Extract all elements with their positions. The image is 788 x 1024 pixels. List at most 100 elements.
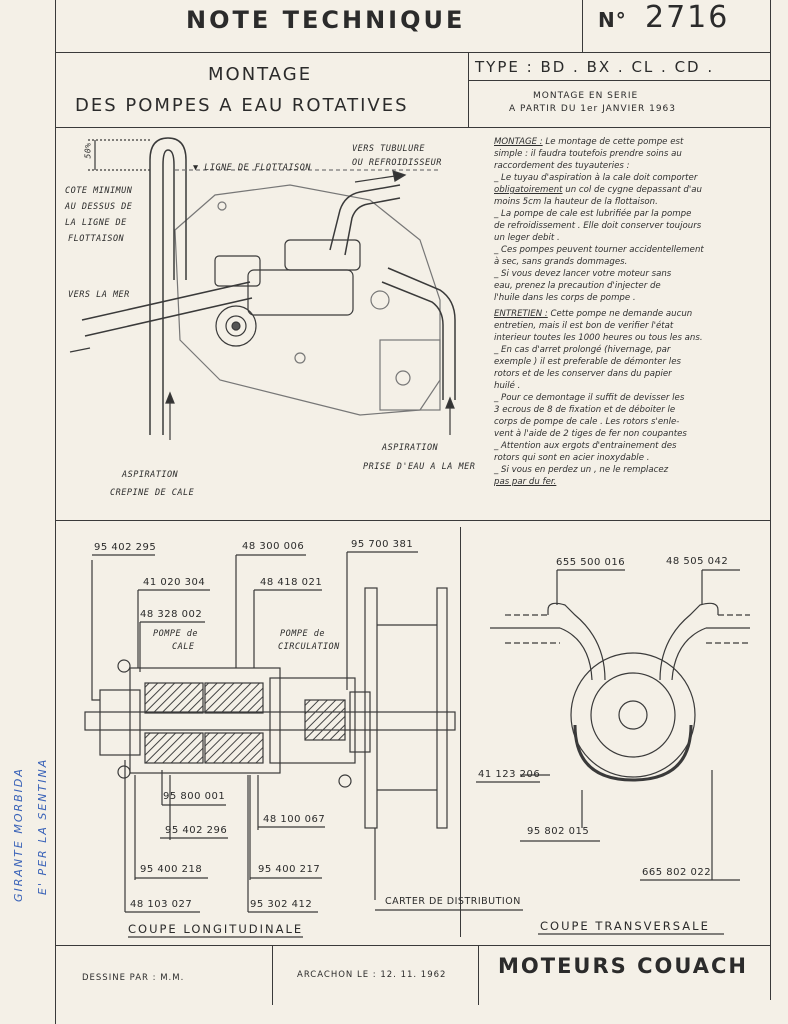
- line-text: exemple ) il est preferable de démonter …: [494, 357, 681, 367]
- text_entretien-line: interieur toutes les 1000 heures ou tous…: [494, 332, 774, 344]
- part-95402296: 95 402 296: [165, 825, 228, 836]
- line-text: _ Ces pompes peuvent tourner accidentell…: [494, 245, 704, 255]
- pompe-cale-label-2: CALE: [172, 642, 195, 652]
- type-rule: [468, 80, 770, 81]
- line-text: simple : il faudra toutefois prendre soi…: [494, 149, 682, 159]
- frame-left: [55, 0, 56, 1024]
- subtitle-line2: DES POMPES A EAU ROTATIVES: [75, 95, 409, 116]
- coupe-longitudinale-title: COUPE LONGITUDINALE: [128, 922, 304, 936]
- part-95400218: 95 400 218: [140, 864, 203, 875]
- page-title: NOTE TECHNIQUE: [186, 6, 466, 34]
- part-95402295: 95 402 295: [94, 542, 157, 553]
- part-95802015: 95 802 015: [527, 826, 590, 837]
- line-text: de refroidissement . Elle doit conserver…: [494, 221, 702, 231]
- line-text: vent à l'aide de 2 tiges de fer non coup…: [494, 429, 687, 439]
- line-text: interieur toutes les 1000 heures ou tous…: [494, 333, 703, 343]
- line-text: moins 5cm la hauteur de la flottaison.: [494, 197, 658, 207]
- crepine-label: CREPINE DE CALE: [110, 488, 195, 498]
- part-48418021: 48 418 021: [260, 577, 323, 588]
- underlined-text: pas par du fer.: [494, 477, 557, 487]
- note-number-prefix: N°: [598, 8, 627, 32]
- text_entretien-line: _ En cas d'arret prolongé (hivernage, pa…: [494, 344, 774, 356]
- note-number: 2716: [645, 0, 730, 35]
- footer-top-rule: [55, 945, 770, 946]
- text_montage-line: eau, prenez la precaution d'injecter de: [494, 280, 774, 292]
- text_entretien-line: ENTRETIEN : Cette pompe ne demande aucun: [494, 308, 774, 320]
- line-text: l'huile dans les corps de pompe .: [494, 293, 636, 303]
- brand-name: MOTEURS COUACH: [498, 954, 748, 978]
- part-41020304: 41 020 304: [143, 577, 206, 588]
- serie-line2: A PARTIR DU 1er JANVIER 1963: [509, 104, 676, 114]
- coupe-transversale-title: COUPE TRANSVERSALE: [540, 919, 710, 933]
- margin-note-line1: GIRANTE MORBIDA: [12, 767, 25, 902]
- text_montage-line: MONTAGE : Le montage de cette pompe est: [494, 136, 774, 148]
- line-text: _ Le tuyau d'aspiration à la cale doit c…: [494, 173, 698, 183]
- carter-label: CARTER DE DISTRIBUTION: [385, 896, 521, 907]
- subtitle-line1: MONTAGE: [208, 64, 313, 85]
- ligne-flottaison-label: ▼ LIGNE DE FLOTTAISON: [193, 163, 311, 173]
- frame-right: [770, 0, 771, 1000]
- footer-divider-1: [272, 945, 273, 1005]
- footer-divider-2: [478, 945, 479, 1005]
- pompe-circulation-label-2: CIRCULATION: [278, 642, 340, 652]
- text_entretien-line: _ Pour ce demontage il suffit de devisse…: [494, 392, 774, 404]
- text_entretien-line: vent à l'aide de 2 tiges de fer non coup…: [494, 428, 774, 440]
- cote-label-2: AU DESSUS DE: [65, 202, 133, 212]
- pompe-cale-label-1: POMPE de: [153, 629, 198, 639]
- vers-tubulure-label: VERS TUBULURE: [352, 144, 426, 154]
- cote-label-3: LA LIGNE DE: [65, 218, 127, 228]
- part-95302412: 95 302 412: [250, 899, 313, 910]
- serie-line1: MONTAGE EN SERIE: [533, 91, 639, 101]
- line-text: huilé .: [494, 381, 521, 391]
- line-text: _ Attention aux ergots d'entrainement de…: [494, 441, 677, 451]
- pompe-circulation-label-1: POMPE de: [280, 629, 325, 639]
- part-48100067: 48 100 067: [263, 814, 326, 825]
- line-text: rotors qui sont en acier inoxydable .: [494, 453, 650, 463]
- text_montage-line: un leger debit .: [494, 232, 774, 244]
- vers-refroidisseur-label: OU REFROIDISSEUR: [352, 158, 442, 168]
- text_entretien-line: pas par du fer.: [494, 476, 774, 488]
- part-41123206: 41 123 206: [478, 769, 541, 780]
- line-text: rotors et de les conserver dans du papie…: [494, 369, 672, 379]
- part-655500016: 655 500 016: [556, 557, 626, 568]
- line-text: _ Si vous en perdez un , ne le remplacez: [494, 465, 669, 475]
- dessine-par: DESSINE PAR : M.M.: [82, 973, 185, 983]
- line-text: eau, prenez la precaution d'injecter de: [494, 281, 661, 291]
- margin-note-line2: E' PER LA SENTINA: [36, 757, 49, 895]
- part-48300006: 48 300 006: [242, 541, 305, 552]
- line-text: _ Si vous devez lancer votre moteur sans: [494, 269, 672, 279]
- part-48328002: 48 328 002: [140, 609, 203, 620]
- header-bottom-rule: [55, 52, 770, 53]
- line-text: corps de pompe de cale . Les rotors s'en…: [494, 417, 680, 427]
- part-48103027: 48 103 027: [130, 899, 193, 910]
- text_montage-line: _ La pompe de cale est lubrifiée par la …: [494, 208, 774, 220]
- engine-types: TYPE : BD . BX . CL . CD .: [475, 58, 715, 76]
- line-text: un col de cygne depassant d'au: [562, 185, 702, 195]
- cote-label-1: COTE MINIMUN: [65, 186, 133, 196]
- text_montage-line: raccordement des tuyauteries :: [494, 160, 774, 172]
- line-text: _ La pompe de cale est lubrifiée par la …: [494, 209, 692, 219]
- text_entretien-line: huilé .: [494, 380, 774, 392]
- text_entretien-line: 3 ecrous de 8 de fixation et de déboiter…: [494, 404, 774, 416]
- vers-mer-label: VERS LA MER: [68, 290, 130, 300]
- arcachon-date: ARCACHON LE : 12. 11. 1962: [297, 970, 447, 980]
- text_montage-line: _ Si vous devez lancer votre moteur sans: [494, 268, 774, 280]
- text_entretien-line: _ Si vous en perdez un , ne le remplacez: [494, 464, 774, 476]
- line-text: Cette pompe ne demande aucun: [547, 309, 693, 319]
- text_entretien-line: exemple ) il est preferable de démonter …: [494, 356, 774, 368]
- section-divider-vertical: [460, 527, 461, 937]
- line-text: à sec, sans grands dommages.: [494, 257, 628, 267]
- part-95700381: 95 700 381: [351, 539, 414, 550]
- underlined-text: obligatoirement: [494, 185, 563, 195]
- entretien-text: ENTRETIEN : Cette pompe ne demande aucun…: [494, 308, 774, 488]
- line-text: un leger debit .: [494, 233, 560, 243]
- aspiration-left-label: ASPIRATION: [122, 470, 179, 480]
- text_montage-line: _ Ces pompes peuvent tourner accidentell…: [494, 244, 774, 256]
- text_montage-line: l'huile dans les corps de pompe .: [494, 292, 774, 304]
- text_entretien-line: corps de pompe de cale . Les rotors s'en…: [494, 416, 774, 428]
- subtitle-bottom-rule: [55, 127, 770, 128]
